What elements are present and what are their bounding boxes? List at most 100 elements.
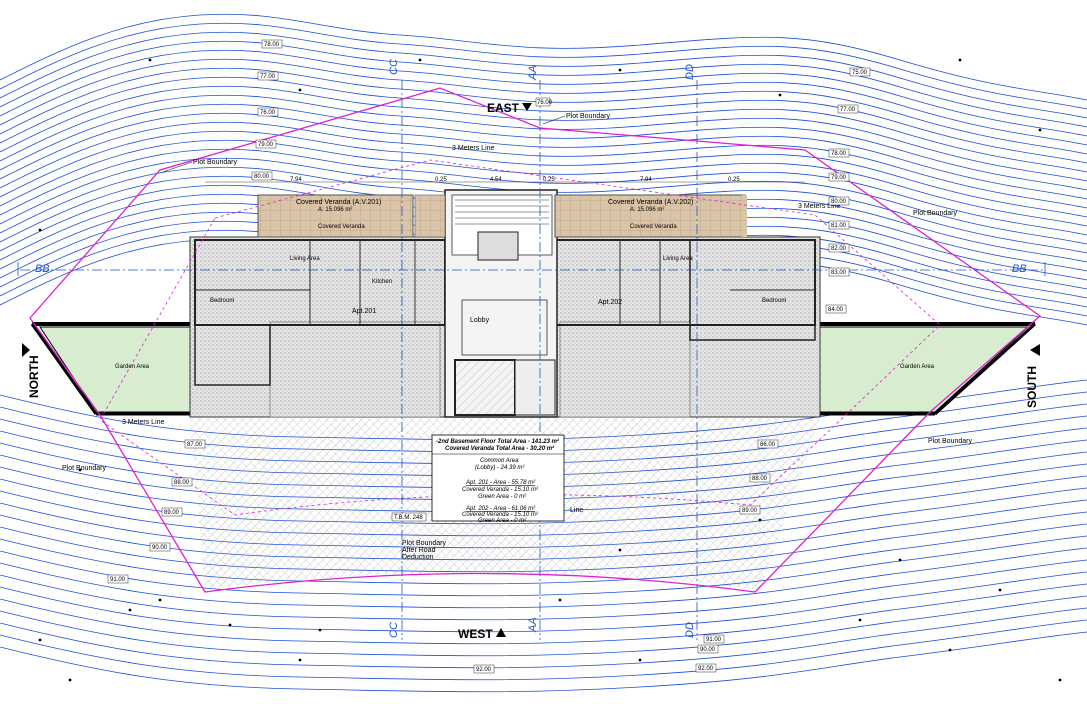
apt202-green: Green Area - 0 m² (478, 518, 527, 524)
svg-text:79.00: 79.00 (258, 142, 274, 148)
bedroom-202: Bedroom (762, 298, 786, 304)
contour-line (0, 607, 1087, 669)
svg-text:80.00: 80.00 (254, 174, 270, 180)
svg-text:75.00: 75.00 (852, 70, 868, 76)
svg-text:80.00: 80.00 (831, 199, 847, 205)
survey-point (958, 58, 962, 62)
contour-line (0, 40, 1087, 128)
label-plot-boundary-east: Plot Boundary (566, 113, 610, 120)
dim-3: 0.25 (543, 177, 555, 183)
svg-text:83.00: 83.00 (831, 270, 847, 276)
svg-text:76.00: 76.00 (260, 110, 276, 116)
building[interactable] (189, 189, 821, 418)
svg-text:T.B.M. 248: T.B.M. 248 (394, 515, 423, 521)
veranda-201-area: A: 15.096 m² (318, 207, 352, 213)
survey-point (318, 628, 322, 632)
label-plot-boundary-sw: Plot Boundary (928, 438, 972, 445)
label-after-road-2: After Road (402, 547, 436, 554)
veranda-202[interactable] (554, 194, 746, 238)
survey-point (228, 623, 232, 627)
area-schedule[interactable]: -2nd Basement Floor Total Area - 141.23 … (431, 434, 565, 524)
svg-text:87.00: 87.00 (187, 442, 203, 448)
contour-line (0, 67, 1087, 155)
grid-dd-top: DD (684, 64, 696, 80)
contour-line (0, 121, 1087, 209)
svg-text:82.00: 82.00 (831, 246, 847, 252)
compass-north: NORTH (27, 355, 41, 398)
svg-text:77.00: 77.00 (840, 107, 856, 113)
apt-201-label: Apt.201 (352, 308, 376, 315)
survey-point (418, 58, 422, 62)
contour-line (0, 571, 1087, 633)
svg-text:92.00: 92.00 (698, 666, 714, 672)
label-line: Line (570, 507, 583, 514)
contour-line (0, 58, 1087, 146)
svg-text:84.00: 84.00 (828, 307, 844, 313)
survey-point (148, 58, 152, 62)
contour-line (0, 94, 1087, 182)
svg-text:78.00: 78.00 (264, 42, 280, 48)
label-after-road-3: Deduction (402, 554, 434, 561)
contour-line (0, 85, 1087, 173)
survey-point (38, 228, 42, 232)
grid-lines (20, 80, 1045, 640)
contour-line (0, 595, 1087, 657)
survey-point (638, 658, 642, 662)
survey-point (128, 608, 132, 612)
svg-text:89.00: 89.00 (164, 510, 180, 516)
elevation-tags: 78.00 77.00 76.00 79.00 80.00 76.00 75.0… (107, 39, 871, 674)
apt201-veranda: Covered Veranda - 15.10 m² (462, 487, 539, 493)
survey-point (898, 558, 902, 562)
svg-text:88.00: 88.00 (752, 476, 768, 482)
survey-point (38, 638, 42, 642)
survey-point (1058, 678, 1062, 682)
contour-line (0, 631, 1087, 693)
survey-point (948, 648, 952, 652)
label-plot-boundary-se: Plot Boundary (913, 210, 957, 217)
survey-point (78, 468, 82, 472)
veranda-202-sub: Covered Veranda (630, 224, 677, 230)
living-201: Living Area (290, 256, 320, 262)
plot-boundary (29, 87, 1042, 593)
contour-line (0, 523, 1087, 585)
dim-1: 0.25 (435, 177, 447, 183)
label-plot-boundary-ne: Plot Boundary (193, 159, 237, 166)
stair (455, 199, 549, 225)
survey-point (858, 618, 862, 622)
grid-aa-bottom: AA (527, 617, 539, 633)
apt-202-label: Apt.202 (598, 299, 622, 306)
compass-south: SOUTH (1025, 366, 1039, 408)
north-arrow-icon (22, 343, 30, 357)
compass-east: EAST (487, 101, 520, 115)
svg-text:90.00: 90.00 (700, 647, 716, 653)
contour-line (0, 139, 1087, 227)
garden-south-label: Garden Area (900, 364, 935, 370)
veranda-202-area: A: 15.096 m² (630, 207, 664, 213)
contour-line (0, 148, 1087, 236)
survey-point (158, 598, 162, 602)
contour-line (0, 619, 1087, 681)
contour-line (0, 76, 1087, 164)
survey-point (298, 88, 302, 92)
survey-point (298, 658, 302, 662)
survey-point (618, 68, 622, 72)
kitchen-201: Kitchen (372, 279, 392, 285)
veranda-201[interactable] (257, 194, 414, 238)
common-area-head: Common Area (480, 458, 519, 464)
three-meters-line (99, 159, 941, 516)
svg-text:88.00: 88.00 (174, 480, 190, 486)
contour-line (0, 112, 1087, 200)
grid-dd-bottom: DD (684, 622, 696, 638)
veranda-201-sub: Covered Veranda (318, 224, 365, 230)
survey-point (68, 678, 72, 682)
contour-line (0, 583, 1087, 645)
contour-line (0, 103, 1087, 191)
area-subtitle: Covered Veranda Total Area - 30.20 m² (445, 445, 555, 452)
contour-line (0, 22, 1087, 110)
contour-line (0, 49, 1087, 137)
apt202-head: Apt. 202 - Area - 61.06 m² (465, 506, 536, 512)
svg-text:76.00: 76.00 (537, 100, 553, 106)
svg-text:91.00: 91.00 (110, 577, 126, 583)
